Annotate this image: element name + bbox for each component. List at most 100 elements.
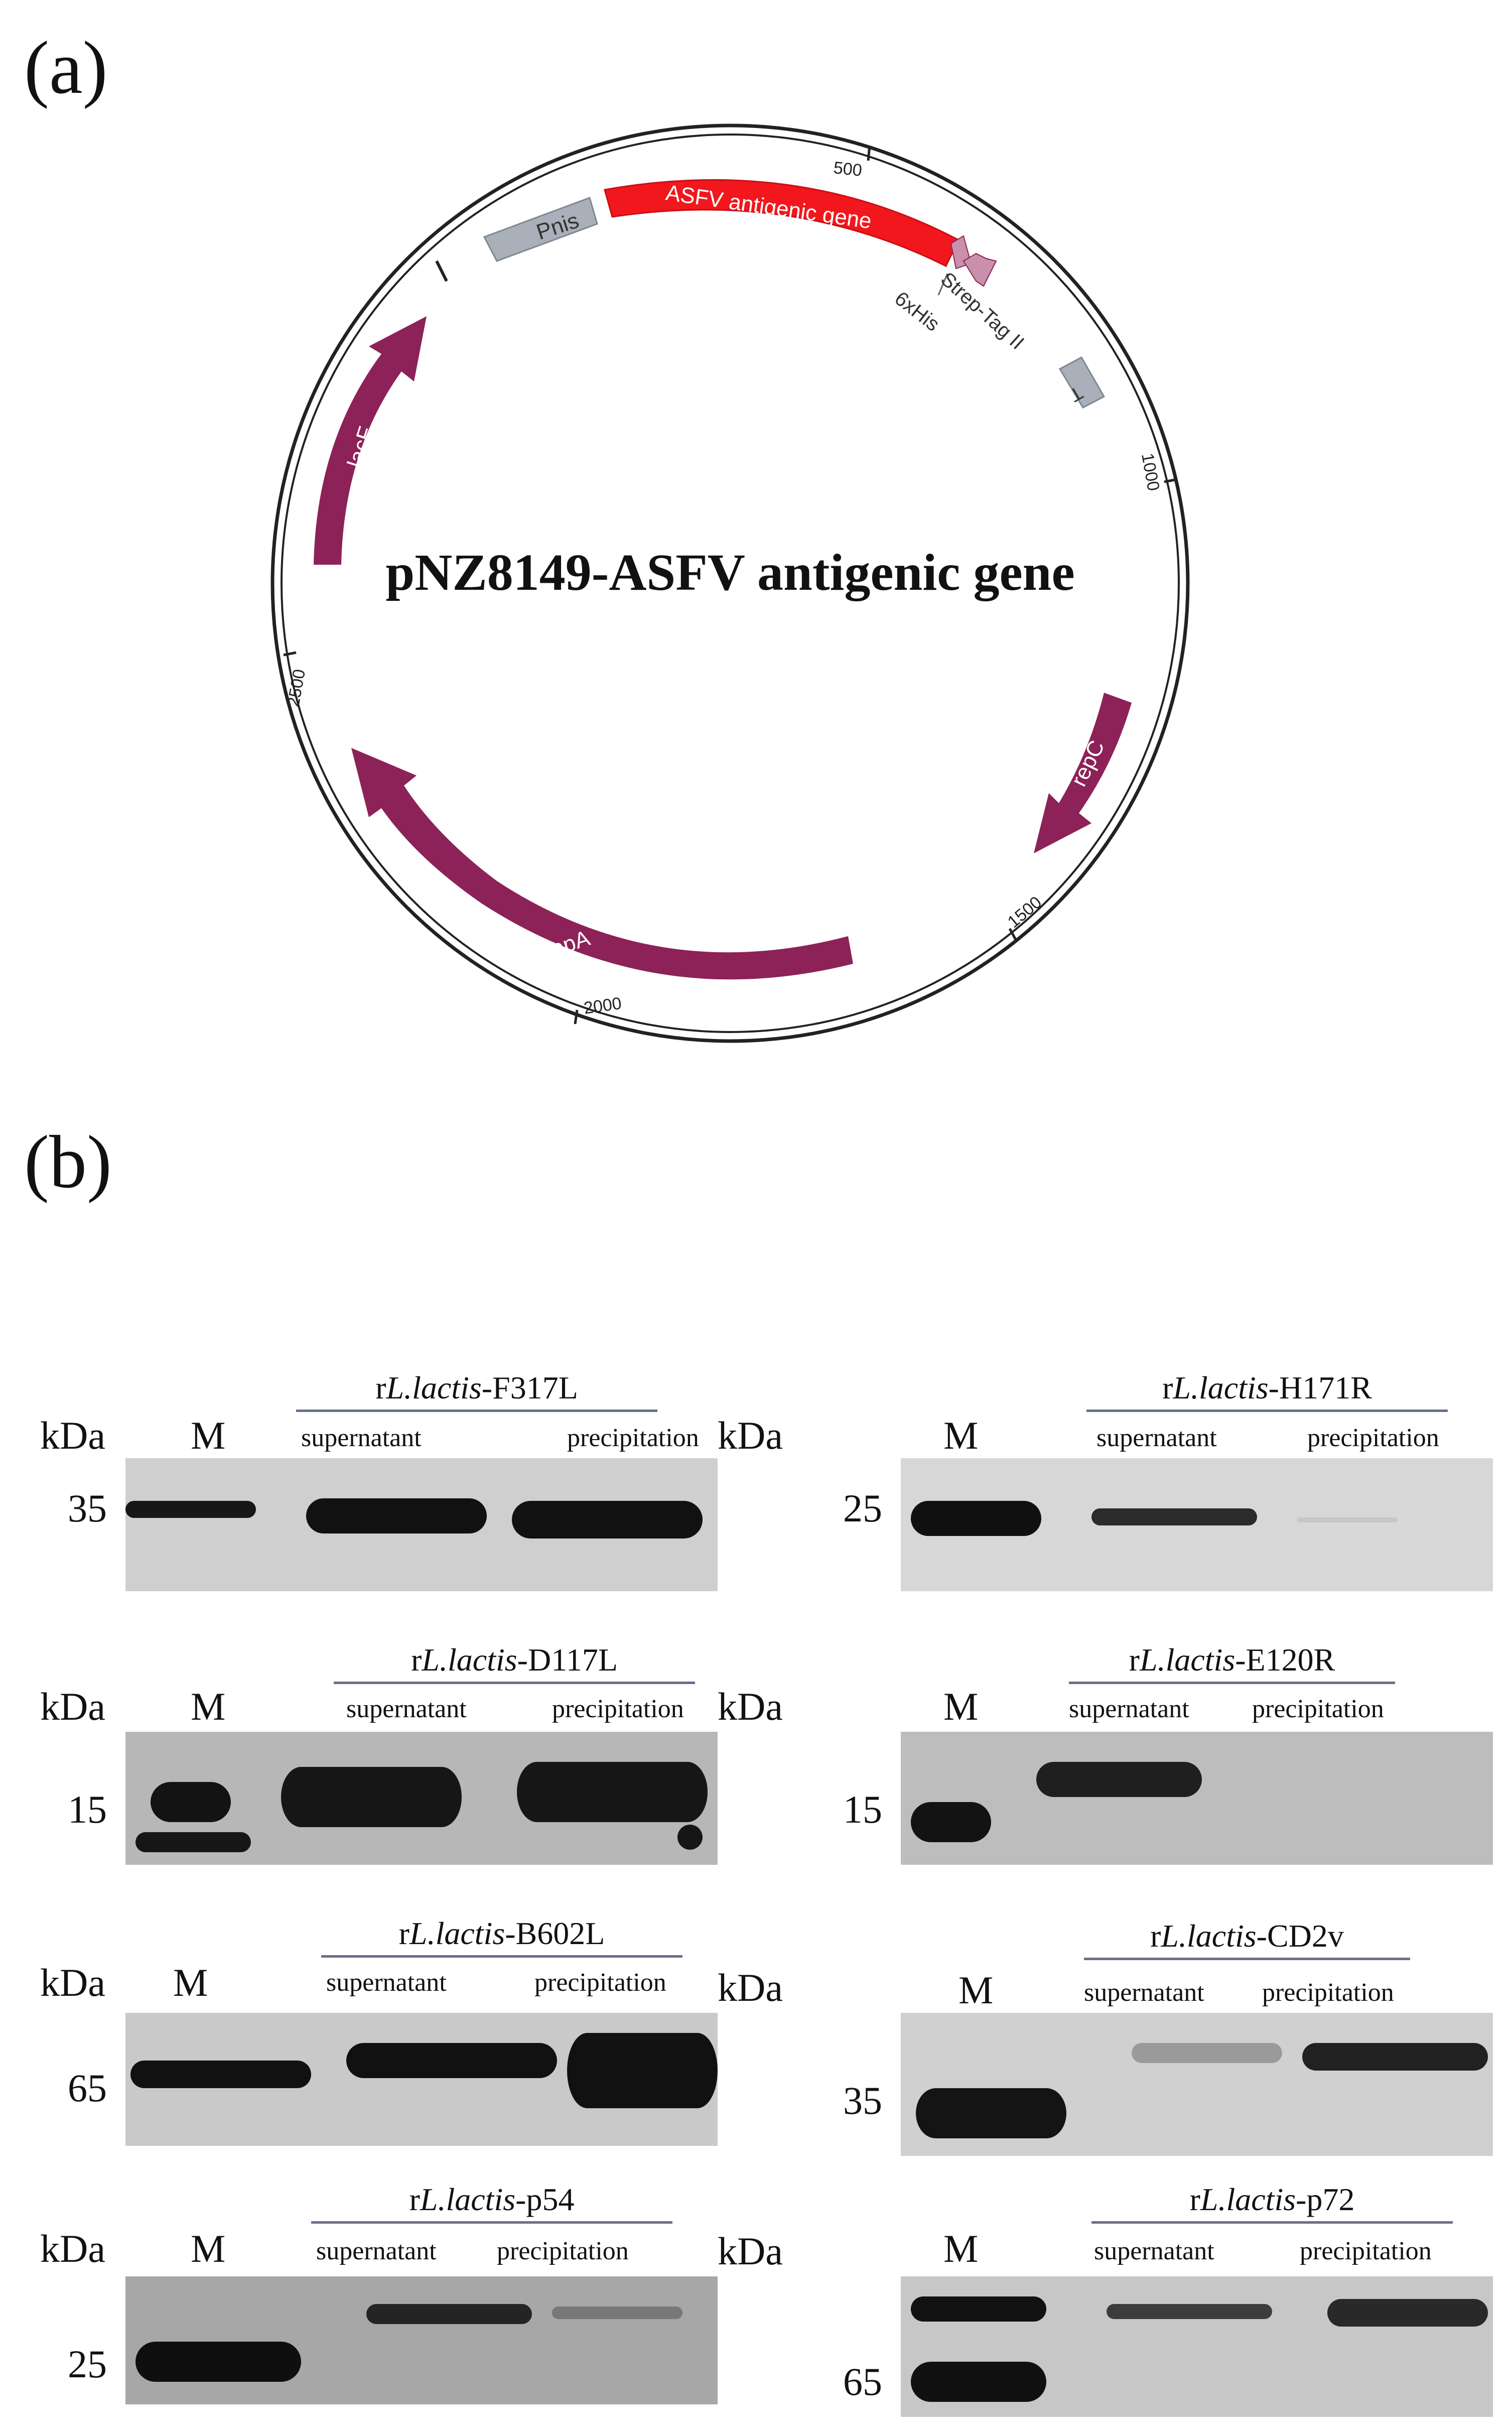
supernatant-label: supernatant xyxy=(316,2237,437,2265)
kda-label: kDa xyxy=(718,1414,783,1457)
supernatant-label: supernatant xyxy=(1094,2237,1214,2265)
marker-lane-label: M xyxy=(191,2227,226,2270)
gel-image xyxy=(901,1732,1493,1865)
precipitation-label: precipitation xyxy=(567,1424,699,1452)
marker-lane-label: M xyxy=(173,1961,208,2004)
blot-title: rL.lactis-CD2v xyxy=(1150,1917,1344,1955)
blot-title-prefix: r xyxy=(1189,2182,1200,2217)
blot-title: rL.lactis-p54 xyxy=(409,2181,575,2218)
tick-2000 xyxy=(574,1009,579,1024)
plasmid-backbone-inner xyxy=(281,134,1180,1033)
blot-title-gene: -CD2v xyxy=(1256,1918,1344,1954)
blot-title-species: L.lactis xyxy=(1161,1918,1257,1954)
blot-title-prefix: r xyxy=(398,1915,409,1951)
gel-background xyxy=(125,2276,718,2404)
gel-band xyxy=(916,2088,1066,2138)
marker-size-label: 35 xyxy=(843,2079,882,2122)
blot-title-prefix: r xyxy=(1162,1370,1173,1405)
gel-band xyxy=(151,1782,231,1822)
blot-header-rule xyxy=(334,1682,695,1684)
precipitation-label: precipitation xyxy=(1300,2237,1432,2265)
kda-label: kDa xyxy=(40,1961,105,2004)
gel-band xyxy=(306,1498,487,1533)
kda-label: kDa xyxy=(40,1414,105,1457)
plasmid-map: Pnis ASFV antigenic gene 6xHis Strep-Tag… xyxy=(270,123,1190,1043)
gel-band xyxy=(911,1802,991,1842)
precipitation-label: precipitation xyxy=(1307,1424,1439,1452)
kda-label: kDa xyxy=(40,1685,105,1728)
supernatant-label: supernatant xyxy=(1069,1695,1189,1723)
blot-header-rule xyxy=(296,1410,657,1412)
gel-background xyxy=(901,1732,1493,1865)
his-tag-label: 6xHis xyxy=(890,287,943,335)
precipitation-label: precipitation xyxy=(534,1968,666,1997)
gel-image xyxy=(901,2276,1493,2417)
supernatant-label: supernatant xyxy=(301,1424,422,1452)
marker-size-label: 25 xyxy=(68,2342,107,2386)
blot-title-gene: -H171R xyxy=(1268,1370,1372,1405)
marker-size-label: 65 xyxy=(843,2360,882,2403)
gel-band xyxy=(911,2362,1046,2402)
gel-image xyxy=(901,2013,1493,2156)
supernatant-label: supernatant xyxy=(1096,1424,1217,1452)
blot-header-rule xyxy=(1086,1410,1448,1412)
marker-lane-label: M xyxy=(191,1414,226,1457)
kda-label: kDa xyxy=(40,2227,105,2270)
marker-lane-label: M xyxy=(943,1685,979,1728)
blot-header-rule xyxy=(321,1955,682,1958)
gel-band xyxy=(135,1832,251,1852)
repc-feature xyxy=(1034,693,1132,853)
terminator-feature xyxy=(1058,356,1106,409)
gel-image xyxy=(125,2013,718,2146)
gel-band xyxy=(281,1767,462,1827)
gel-band xyxy=(1302,2043,1488,2071)
supernatant-label: supernatant xyxy=(326,1968,447,1997)
blot-title: rL.lactis-B602L xyxy=(399,1915,605,1952)
gel-band xyxy=(1132,2043,1282,2063)
blot-title-prefix: r xyxy=(375,1370,386,1405)
gel-band xyxy=(677,1825,703,1850)
kda-label: kDa xyxy=(718,1685,783,1728)
blot-title-gene: -p54 xyxy=(515,2182,575,2217)
blot-title-prefix: r xyxy=(1129,1642,1140,1678)
blot-title-prefix: r xyxy=(409,2182,420,2217)
gel-image xyxy=(125,2276,718,2404)
marker-lane-label: M xyxy=(191,1685,226,1728)
panel-label-a: (a) xyxy=(24,26,108,109)
repa-feature xyxy=(351,748,853,980)
marker-size-label: 15 xyxy=(843,1787,882,1831)
blot-title-species: L.lactis xyxy=(1139,1642,1235,1678)
blot-title-prefix: r xyxy=(411,1642,422,1678)
blot-title: rL.lactis-p72 xyxy=(1190,2181,1355,2218)
marker-size-label: 15 xyxy=(68,1787,107,1831)
blot-title-species: L.lactis xyxy=(1173,1370,1269,1405)
pnis-feature xyxy=(483,197,598,262)
blot-title: rL.lactis-F317L xyxy=(375,1369,578,1406)
gel-band xyxy=(911,2296,1046,2322)
gel-image xyxy=(125,1458,718,1591)
blot-title-prefix: r xyxy=(1150,1918,1161,1954)
blot-header-rule xyxy=(311,2221,672,2224)
kda-label: kDa xyxy=(718,1966,783,2009)
tick-500 xyxy=(867,145,871,161)
blot-title-species: L.lactis xyxy=(422,1642,517,1678)
blot-title-gene: -D117L xyxy=(517,1642,618,1678)
asfv-antigenic-gene-feature xyxy=(604,179,959,268)
gel-band xyxy=(135,2342,301,2382)
blot-title-gene: -F317L xyxy=(481,1370,578,1405)
blot-title: rL.lactis-E120R xyxy=(1129,1641,1335,1679)
precipitation-label: precipitation xyxy=(1252,1695,1384,1723)
gel-band xyxy=(512,1501,703,1539)
gel-band xyxy=(911,1501,1041,1536)
blot-header-rule xyxy=(1084,1958,1410,1960)
plasmid-title: pNZ8149-ASFV antigenic gene xyxy=(385,544,1074,601)
blot-header-rule xyxy=(1091,2221,1453,2224)
blot-title-species: L.lactis xyxy=(420,2182,516,2217)
gel-band xyxy=(517,1762,708,1822)
marker-size-label: 25 xyxy=(843,1486,882,1530)
gel-band xyxy=(1036,1762,1202,1797)
pnis-label: Pnis xyxy=(533,208,582,244)
blot-title-species: L.lactis xyxy=(1200,2182,1296,2217)
tick-label-1000: 1000 xyxy=(1138,452,1163,492)
blot-title: rL.lactis-H171R xyxy=(1162,1369,1372,1406)
